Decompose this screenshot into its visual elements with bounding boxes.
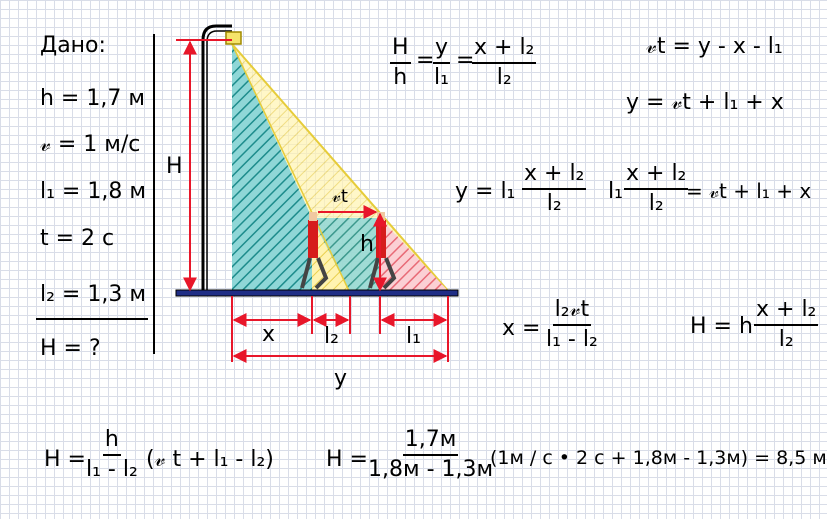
diagram-label-vt: 𝓋t bbox=[332, 186, 348, 207]
x-prefix: x = bbox=[502, 316, 541, 341]
diagram-label-H: H bbox=[166, 154, 183, 179]
final-prefix: H = bbox=[44, 447, 86, 472]
given-l1: l₁ = 1,8 м bbox=[40, 179, 146, 204]
diagram-label-l1: l₁ bbox=[406, 324, 421, 349]
calc-prefix: H = bbox=[326, 447, 368, 472]
lamp-bulb bbox=[225, 31, 242, 45]
diagram-label-x: x bbox=[262, 322, 276, 347]
y-equation: y = 𝓋t + l₁ + x bbox=[626, 90, 784, 115]
final-rhs: (𝓋 t + l₁ - l₂) bbox=[146, 447, 274, 472]
vt-equation: 𝓋t = y - x - l₁ bbox=[646, 34, 783, 59]
given-t: t = 2 с bbox=[40, 226, 115, 251]
given-find: H = ? bbox=[40, 336, 101, 361]
ground-line bbox=[175, 289, 459, 297]
diagram-label-y: y bbox=[334, 366, 348, 391]
given-vertical-divider bbox=[153, 34, 155, 354]
ratio-eq-1: = bbox=[416, 48, 435, 73]
given-l2: l₂ = 1,3 м bbox=[40, 282, 146, 307]
combined-prefix: l₁ bbox=[608, 179, 623, 204]
given-title: Дано: bbox=[40, 33, 106, 58]
given-v: 𝓋 = 1 м/с bbox=[40, 132, 141, 157]
H-prefix: H = h bbox=[690, 314, 753, 339]
ratio-eq-2: = bbox=[456, 48, 475, 73]
given-h: h = 1,7 м bbox=[40, 86, 145, 111]
calc-rhs: (1м / с • 2 с + 1,8м - 1,3м) = 8,5 м bbox=[490, 447, 827, 469]
person-first-position bbox=[300, 212, 329, 290]
shadow-region-pink bbox=[380, 218, 450, 293]
diagram-label-h: h bbox=[360, 232, 374, 257]
combined-rhs: = 𝓋t + l₁ + x bbox=[686, 179, 812, 203]
y-l1-prefix: y = l₁ bbox=[455, 179, 516, 204]
shadow-region-teal bbox=[232, 44, 312, 293]
diagram-label-l2: l₂ bbox=[324, 324, 339, 349]
given-divider bbox=[36, 318, 148, 320]
